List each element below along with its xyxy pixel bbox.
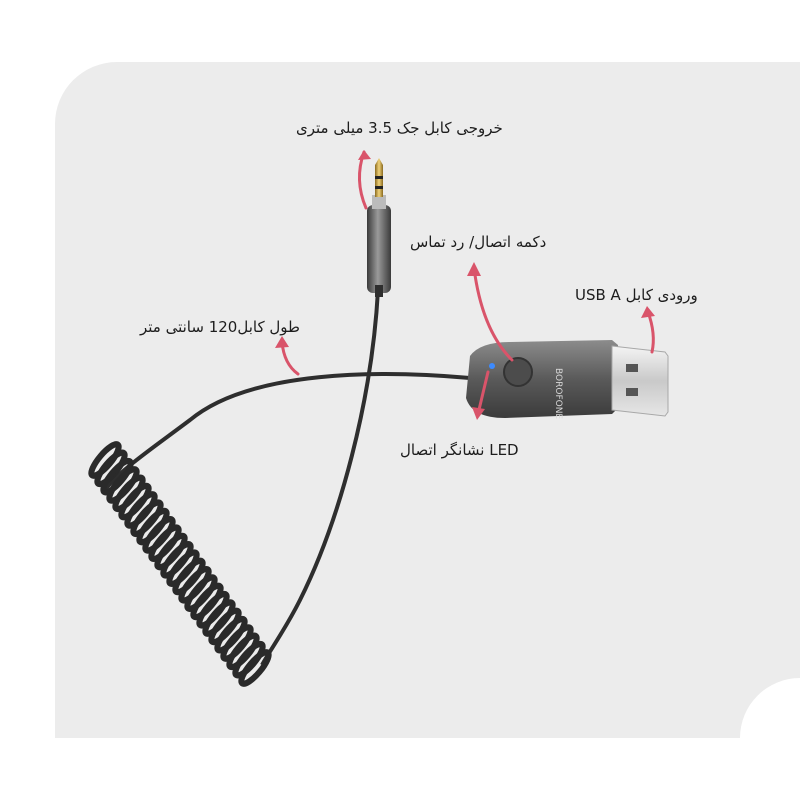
- usb-a-connector: [611, 345, 669, 417]
- cable-jack-segment: [260, 289, 380, 666]
- label-connect-reject-button: دکمه اتصال/ رد تماس: [410, 233, 547, 251]
- arrow-length: [275, 336, 300, 376]
- background-panel: [55, 62, 800, 738]
- brand-marking: BOROFONE: [553, 368, 563, 419]
- arrow-jack: [358, 150, 371, 210]
- label-cable-length: طول کابل120 سانتی متر: [140, 318, 300, 336]
- arrow-usb: [641, 306, 655, 354]
- audio-jack-plug: [367, 158, 391, 297]
- arrow-led: [472, 370, 490, 420]
- coiled-cable: [88, 441, 272, 687]
- label-usb-a-input: ورودی کابل USB A: [575, 286, 698, 304]
- coil-loop: [238, 649, 272, 687]
- arrow-button: [467, 262, 514, 362]
- bluetooth-dongle: BOROFONE: [466, 340, 618, 419]
- cable: [103, 372, 471, 492]
- label-audio-jack-output: خروجی کابل جک 3.5 میلی متری: [296, 119, 503, 137]
- label-led-indicator: LED نشانگر اتصال: [400, 441, 519, 459]
